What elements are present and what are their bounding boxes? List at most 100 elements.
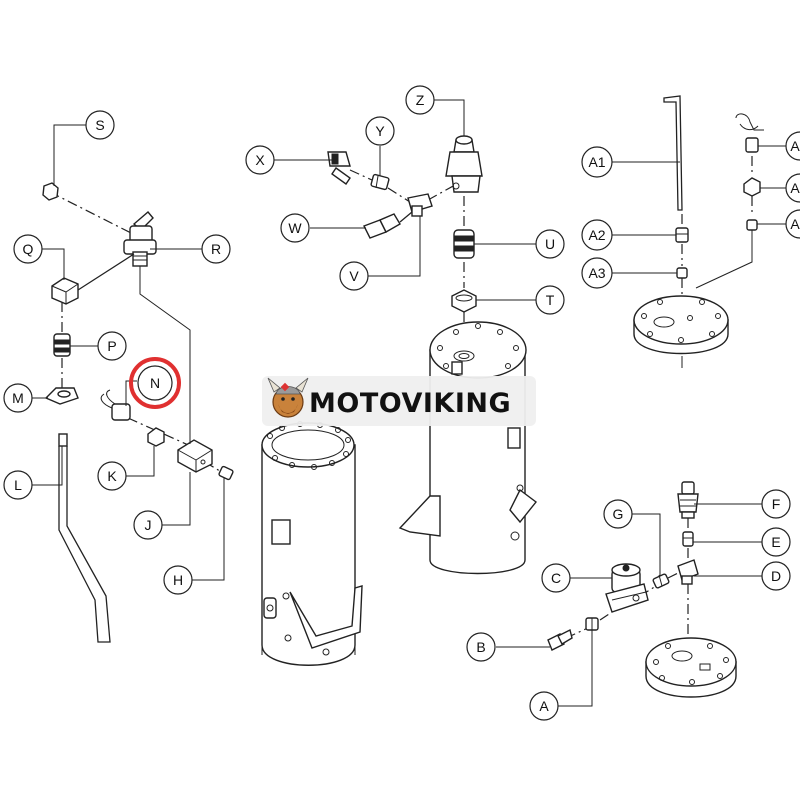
svg-text:A2: A2 bbox=[588, 227, 605, 243]
part-fitting-y bbox=[370, 173, 390, 191]
callout-h: H bbox=[163, 565, 193, 595]
callout-v: V bbox=[339, 261, 369, 291]
part-fitting-h bbox=[218, 465, 234, 481]
part-valve-z bbox=[445, 135, 483, 193]
part-flange-plate-bottom bbox=[645, 637, 737, 698]
callout-n: N bbox=[129, 357, 181, 409]
callout-p: P bbox=[97, 331, 127, 361]
callout-y: Y bbox=[365, 116, 395, 146]
callout-f: F bbox=[761, 489, 791, 519]
svg-text:S: S bbox=[95, 117, 104, 133]
callout-d: D bbox=[761, 561, 791, 591]
callout-edge-a-2: A bbox=[785, 173, 800, 203]
part-fitting-g bbox=[652, 573, 670, 589]
part-fitting-a2 bbox=[675, 227, 689, 243]
callout-x: X bbox=[245, 145, 275, 175]
callout-s: S bbox=[85, 110, 115, 140]
svg-text:A1: A1 bbox=[588, 154, 605, 170]
callout-m: M bbox=[3, 383, 33, 413]
part-nut-s bbox=[42, 182, 59, 201]
part-vent-tube-l bbox=[58, 433, 111, 643]
svg-text:P: P bbox=[107, 338, 116, 354]
svg-text:J: J bbox=[145, 517, 152, 533]
viking-mascot-icon bbox=[267, 377, 309, 418]
part-solenoid-valve-c bbox=[605, 563, 649, 613]
part-fitting-x bbox=[327, 151, 351, 185]
callout-a2: A2 bbox=[581, 219, 613, 251]
part-safety-valve-r bbox=[123, 211, 157, 267]
callout-b: B bbox=[466, 632, 496, 662]
callout-g: G bbox=[603, 499, 633, 529]
part-fitting-a bbox=[585, 617, 599, 631]
callout-r: R bbox=[201, 234, 231, 264]
callout-edge-a-3: A bbox=[785, 209, 800, 239]
svg-text:Q: Q bbox=[23, 241, 34, 257]
svg-text:M: M bbox=[12, 390, 24, 406]
svg-text:H: H bbox=[173, 572, 183, 588]
lower-right-assembly bbox=[547, 481, 737, 698]
callout-l: L bbox=[3, 470, 33, 500]
callout-k: K bbox=[97, 461, 127, 491]
svg-text:A: A bbox=[539, 698, 549, 714]
svg-text:B: B bbox=[476, 639, 485, 655]
part-flange-plate-top bbox=[633, 295, 729, 368]
part-tee-j bbox=[177, 439, 213, 473]
part-fitting-e bbox=[682, 531, 694, 547]
watermark-text: MOTOVIKING bbox=[309, 388, 511, 419]
svg-text:A: A bbox=[790, 138, 800, 154]
svg-text:N: N bbox=[150, 375, 160, 391]
callout-edge-a-1: A bbox=[785, 131, 800, 161]
part-tee-v bbox=[407, 193, 433, 217]
part-elbow-w bbox=[363, 213, 401, 239]
upper-center-assembly bbox=[327, 135, 483, 350]
callout-z: Z bbox=[405, 85, 435, 115]
watermark: MOTOVIKING bbox=[262, 376, 536, 426]
part-solenoid-n bbox=[100, 389, 131, 421]
svg-text:U: U bbox=[545, 236, 555, 252]
svg-text:W: W bbox=[288, 220, 302, 236]
part-nut-a3 bbox=[676, 267, 688, 279]
svg-text:D: D bbox=[771, 568, 781, 584]
callout-e: E bbox=[761, 527, 791, 557]
part-tee-d bbox=[677, 559, 699, 585]
boiler-tank-back bbox=[398, 321, 537, 575]
leader-lines bbox=[32, 99, 786, 707]
callout-a3: A3 bbox=[581, 257, 613, 289]
part-elbow-q bbox=[51, 277, 79, 305]
svg-text:A3: A3 bbox=[588, 265, 605, 281]
svg-text:T: T bbox=[546, 292, 555, 308]
svg-text:A: A bbox=[790, 180, 800, 196]
part-sensor-f bbox=[677, 481, 699, 519]
part-elbow-a4 bbox=[743, 177, 761, 197]
svg-text:R: R bbox=[211, 241, 221, 257]
part-cable-sensor bbox=[735, 113, 764, 153]
svg-text:G: G bbox=[613, 506, 624, 522]
boiler-tank-front bbox=[261, 421, 363, 666]
callout-c: C bbox=[541, 563, 571, 593]
callout-t: T bbox=[535, 285, 565, 315]
svg-text:A: A bbox=[790, 216, 800, 232]
left-assembly bbox=[42, 182, 234, 643]
svg-text:L: L bbox=[14, 477, 22, 493]
callout-w: W bbox=[280, 213, 310, 243]
part-fitting-b bbox=[547, 628, 573, 651]
svg-text:Z: Z bbox=[416, 92, 425, 108]
svg-text:V: V bbox=[349, 268, 359, 284]
svg-text:C: C bbox=[551, 570, 561, 586]
part-nut-k bbox=[147, 427, 165, 447]
upper-right-assembly bbox=[633, 95, 764, 368]
svg-text:E: E bbox=[771, 534, 780, 550]
callout-q: Q bbox=[13, 234, 43, 264]
svg-text:X: X bbox=[255, 152, 265, 168]
callout-a1: A1 bbox=[581, 146, 613, 178]
svg-text:Y: Y bbox=[375, 123, 385, 139]
callout-j: J bbox=[133, 510, 163, 540]
part-fitting-p bbox=[53, 333, 71, 357]
callout-u: U bbox=[535, 229, 565, 259]
part-coupling-u bbox=[453, 229, 475, 259]
svg-text:K: K bbox=[107, 468, 117, 484]
callout-a: A bbox=[529, 691, 559, 721]
svg-text:F: F bbox=[772, 496, 781, 512]
part-nut-t bbox=[451, 289, 477, 313]
